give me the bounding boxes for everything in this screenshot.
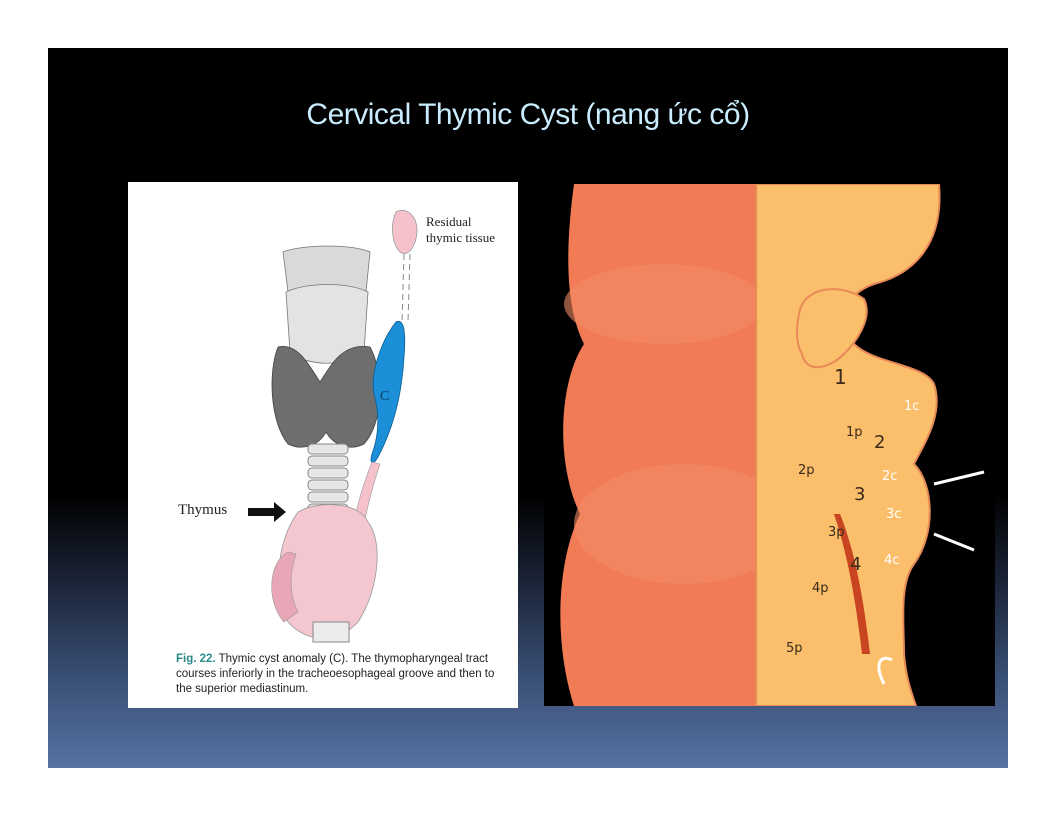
slide-title: Cervical Thymic Cyst (nang ức cổ) [306,98,750,131]
label-3c: 3c [886,507,901,522]
label-5p: 5p [786,641,803,656]
pouch-labels: 1 1c 1p 2 2p 2c 3 3c 3p 4 4c 4p 5p [786,365,919,656]
label-4c: 4c [884,553,899,568]
tract-dashed-line [401,253,405,323]
white-arrow-icon-2 [933,532,975,552]
label-thymus: Thymus [178,502,227,518]
pouch-region-shape [755,184,941,706]
label-2p: 2p [798,463,815,478]
thyroid-gland-shape [271,345,381,448]
residual-thymic-tissue-shape [392,209,418,254]
label-residual-line2: thymic tissue [426,230,495,245]
thymus-shape [278,504,378,639]
thymus-lobe-shape [271,551,299,623]
label-4p: 4p [812,581,829,596]
lower-trachea-shape [312,621,350,643]
label-1p: 1p [846,425,863,440]
slide: Cervical Thymic Cyst (nang ức cổ) [48,48,1008,768]
label-1c: 1c [904,399,919,414]
figure-caption: Fig. 22. Thymic cyst anomaly (C). The th… [176,652,506,697]
white-arrow-icon-1 [933,470,985,486]
caption-fig-number: Fig. 22. [176,653,216,665]
label-2: 2 [874,432,885,453]
tissue-fold-2 [574,464,794,584]
thymic-cyst-illustration: Residual thymic tissue C Thymus [178,209,495,643]
trachea-rings [307,443,349,515]
label-3p: 3p [828,525,845,540]
thymus-arrow-icon [248,502,286,522]
label-2c: 2c [882,469,897,484]
tissue-fold-1 [564,264,764,344]
label-c: C [380,389,389,404]
label-3: 3 [854,484,865,505]
pouch-1-shape [796,288,868,369]
label-4: 4 [850,554,861,575]
tract-dashed-line-2 [407,253,411,323]
pharyngeal-pouch-illustration: 1 1c 1p 2 2p 2c 3 3c 3p 4 4c 4p 5p [560,184,985,706]
thymic-cyst-diagram: Residual thymic tissue C Thymus Fig. 22.… [128,182,518,708]
caption-text: Thymic cyst anomaly (C). The thymopharyn… [176,653,495,695]
label-residual-line1: Residual [426,214,472,229]
label-1: 1 [834,365,847,389]
external-tissue-shape [560,184,756,706]
pharyngeal-pouch-diagram: 1 1c 1p 2 2p 2c 3 3c 3p 4 4c 4p 5p [544,184,995,706]
tract-shape [834,514,870,654]
white-arrow-icon-3 [877,656,893,685]
